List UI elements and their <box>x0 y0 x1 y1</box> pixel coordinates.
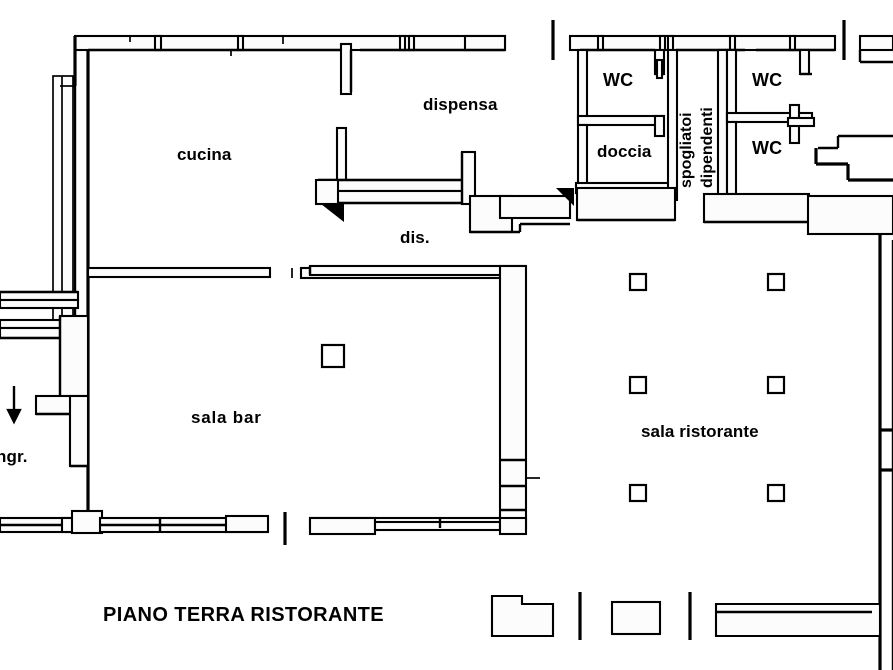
column-r3c2 <box>766 483 786 503</box>
room-label-wc-3: WC <box>752 138 783 158</box>
sala-bar-walls <box>308 264 540 536</box>
column-r1c2 <box>766 272 786 292</box>
door-swing-right <box>556 188 574 206</box>
detached-block-left <box>490 594 555 638</box>
room-label-doccia: doccia <box>597 142 652 161</box>
bottom-detached-walls <box>490 592 882 640</box>
sanitary-block <box>551 20 846 224</box>
room-label-dispensa: dispensa <box>423 95 498 114</box>
column-sala-bar <box>320 343 346 369</box>
room-label-sala-ristorante: sala ristorante <box>641 422 759 441</box>
east-wall-steps <box>806 34 893 670</box>
southwest-wall-run <box>0 509 287 545</box>
plan-title: PIANO TERRA RISTORANTE <box>103 604 385 626</box>
room-label-cucina: cucina <box>177 145 232 164</box>
west-entrance-walls <box>0 290 90 468</box>
detached-block-right <box>714 602 882 638</box>
misc-wall-ticks <box>60 36 293 278</box>
entrance-arrow-icon <box>6 386 22 425</box>
room-label-wc-1: WC <box>603 70 634 90</box>
column-r2c2 <box>766 375 786 395</box>
room-label-ingresso: ngr. <box>0 447 28 466</box>
north-wall-band <box>73 34 507 56</box>
room-label-dis: dis. <box>400 228 430 247</box>
room-label-wc-2: WC <box>752 70 783 90</box>
room-label-dipendenti: dipendenti <box>699 107 716 188</box>
door-swing-left <box>321 204 344 222</box>
column-r3c1 <box>628 483 648 503</box>
structural-columns <box>320 272 786 503</box>
room-label-spogliatoi: spogliatoi <box>678 112 695 188</box>
column-r1c1 <box>628 272 648 292</box>
room-label-sala-bar: sala bar <box>191 408 262 427</box>
detached-block-mid <box>610 600 662 636</box>
column-r2c1 <box>628 375 648 395</box>
